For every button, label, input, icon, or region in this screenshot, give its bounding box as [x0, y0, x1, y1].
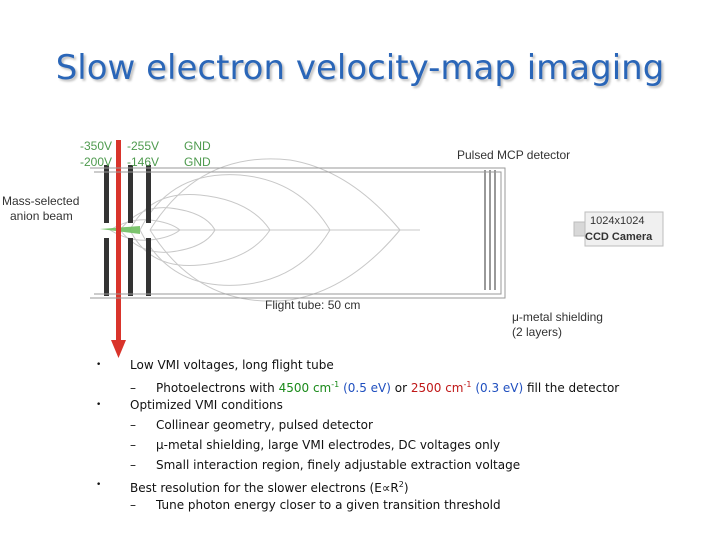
voltage-label-ground-1: GND: [184, 139, 211, 153]
sub-bullet-text: Small interaction region, finely adjusta…: [156, 458, 521, 472]
bullet-item: • Best resolution for the slower electro…: [96, 475, 696, 495]
field-line: [149, 158, 401, 231]
shield-inner: [94, 171, 502, 295]
bullet-text: Low VMI voltages, long flight tube: [130, 358, 334, 372]
field-line: [129, 229, 271, 267]
field-line: [129, 193, 271, 231]
value-0-3-ev: (0.3 eV): [475, 381, 524, 395]
sub-bullet-item: – μ-metal shielding, large VMI electrodes…: [96, 435, 696, 455]
extractor-electrode-bottom: [128, 238, 133, 296]
field-line: [139, 229, 331, 286]
voltage-label-repeller-2: -200V: [80, 155, 113, 169]
voltage-label-extractor-2: -146V: [127, 155, 160, 169]
extractor-electrode-top: [128, 165, 133, 223]
shield-label-line1: μ-metal shielding: [512, 310, 603, 324]
mcp-detector: [484, 170, 496, 290]
field-line: [139, 174, 331, 231]
bullet-item: • Optimized VMI conditions: [96, 395, 696, 415]
value-2500: 2500 cm-1: [410, 380, 472, 395]
sub-bullet-dash: –: [130, 498, 136, 512]
voltage-label-repeller-1: -350V: [80, 139, 113, 153]
repeller-electrode-bottom: [104, 238, 109, 296]
vmi-electrodes: [104, 165, 151, 296]
laser-beam: [116, 140, 121, 340]
camera-lens: [573, 221, 586, 237]
bullet-dot: •: [96, 360, 102, 370]
sub-bullet-item: – Tune photon energy closer to a given tr…: [96, 495, 696, 515]
beam-label-line2: anion beam: [10, 209, 73, 223]
ground-electrode-bottom: [146, 238, 151, 296]
sub-bullet-dash: –: [130, 418, 136, 432]
field-line: [119, 229, 216, 253]
sub-bullet-text: Collinear geometry, pulsed detector: [156, 418, 373, 432]
voltage-label-ground-2: GND: [184, 155, 211, 169]
ground-electrode-top: [146, 165, 151, 223]
vmi-apparatus-diagram: [90, 140, 664, 358]
bullet-list: • Low VMI voltages, long flight tube – Ph…: [96, 355, 696, 515]
sub-bullet-dash: –: [130, 458, 136, 472]
field-lines: [109, 158, 420, 302]
beam-label-line1: Mass-selected: [2, 194, 80, 208]
repeller-electrode-top: [104, 165, 109, 223]
ccd-camera: [573, 211, 664, 247]
flight-tube-label: Flight tube: 50 cm: [265, 298, 361, 312]
sub-bullet-dash: –: [130, 438, 136, 452]
sub-bullet-item: –Photoelectrons with 4500 cm-1 (0.5 eV) …: [96, 375, 696, 395]
bullet-text: Optimized VMI conditions: [130, 398, 283, 412]
sub-bullet-text: μ-metal shielding, large VMI electrodes,…: [156, 438, 501, 452]
text-post: fill the detector: [527, 381, 620, 395]
laser-arrow-head: [111, 340, 126, 358]
sub-bullet-text: Tune photon energy closer to a given tra…: [156, 498, 501, 512]
voltage-label-extractor-1: -255V: [127, 139, 160, 153]
shield-outer: [90, 167, 506, 299]
mu-metal-shielding: [90, 167, 506, 299]
camera-resolution: 1024x1024: [590, 215, 645, 227]
sub-bullet-dash: –: [130, 381, 136, 395]
sub-bullet-item: – Collinear geometry, pulsed detector: [96, 415, 696, 435]
bullet-text: Best resolution for the slower electrons…: [130, 480, 409, 495]
camera-label: CCD Camera: [585, 231, 653, 243]
bullet-dot: •: [96, 480, 102, 490]
sub-bullet-item: – Small interaction region, finely adjust…: [96, 455, 696, 475]
value-0-5-ev: (0.5 eV): [343, 381, 391, 395]
sub-bullet-text: Photoelectrons with: [156, 381, 275, 395]
shield-label-line2: (2 layers): [512, 325, 563, 339]
slide-title: Slow electron velocity-map imaging: [55, 48, 665, 88]
detector-label: Pulsed MCP detector: [457, 148, 571, 162]
value-4500: 4500 cm-1: [278, 380, 340, 395]
bullet-dot: •: [96, 400, 102, 410]
text-or: or: [394, 381, 408, 395]
camera-body: [584, 211, 664, 247]
bullet-item: • Low VMI voltages, long flight tube: [96, 355, 696, 375]
field-line: [149, 229, 401, 302]
